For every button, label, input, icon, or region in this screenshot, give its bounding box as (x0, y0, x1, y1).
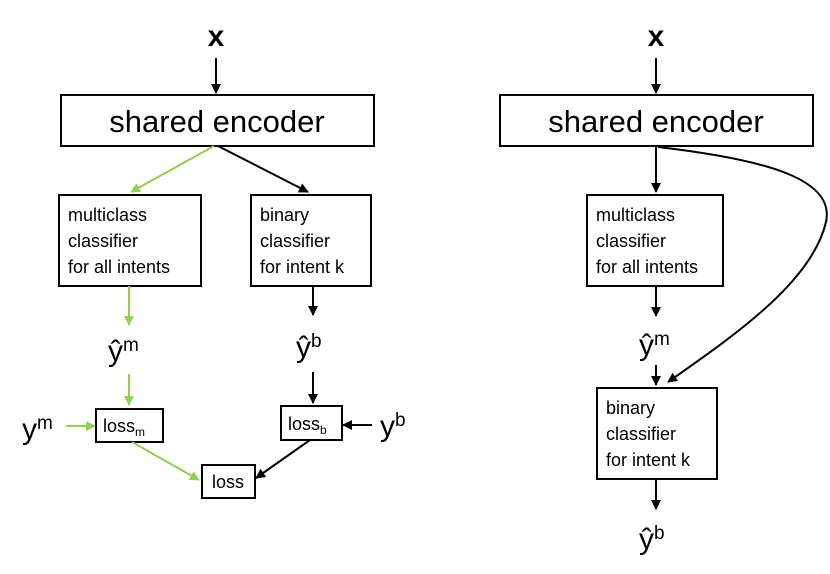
right-input-x: x (648, 20, 665, 53)
left-loss-box (201, 464, 256, 499)
left-loss-b-box (280, 405, 343, 441)
right-diagram: x shared encoder multiclass classifier f… (499, 20, 828, 556)
left-yhat-b: ŷb (296, 331, 322, 364)
right-shared-encoder-box (499, 94, 814, 147)
left-multiclass-line1: multiclass (68, 205, 147, 225)
right-binary-line2: classifier (606, 424, 676, 444)
left-loss-m-label: lossm (103, 416, 145, 439)
left-binary-line3: for intent k (260, 257, 345, 277)
left-diagram: x shared encoder multiclass classifier f… (22, 20, 406, 499)
right-multiclass-line3: for all intents (596, 257, 698, 277)
left-binary-line1: binary (260, 205, 309, 225)
right-yhat-m: ŷm (639, 329, 670, 362)
left-loss-label: loss (212, 472, 244, 492)
right-binary-line3: for intent k (606, 450, 691, 470)
left-multiclass-line3: for all intents (68, 257, 170, 277)
right-multiclass-line1: multiclass (596, 205, 675, 225)
left-binary-box (250, 194, 372, 287)
left-loss-m-box (95, 408, 164, 443)
right-multiclass-line2: classifier (596, 231, 666, 251)
left-multiclass-box (58, 194, 202, 287)
left-loss-b-label: lossb (288, 414, 327, 437)
left-y-b: yb (380, 410, 406, 443)
left-shared-encoder-label: shared encoder (109, 104, 324, 139)
left-arrow-lossb-loss (255, 439, 311, 479)
right-multiclass-box (586, 194, 724, 287)
right-shared-encoder-label: shared encoder (548, 104, 763, 139)
left-binary-line2: classifier (260, 231, 330, 251)
right-arrow-encoder-binary-curve (657, 146, 828, 383)
left-arrow-encoder-multiclass (130, 145, 215, 193)
left-arrow-encoder-binary (217, 145, 309, 193)
right-binary-line1: binary (606, 398, 655, 418)
left-shared-encoder-box (60, 94, 375, 147)
right-binary-box (596, 387, 718, 480)
left-arrow-lossm-loss (131, 441, 200, 481)
left-multiclass-line2: classifier (68, 231, 138, 251)
left-yhat-m: ŷm (108, 335, 139, 368)
left-input-x: x (208, 20, 225, 53)
left-y-m: ym (22, 413, 53, 446)
right-yhat-b: ŷb (639, 523, 665, 556)
